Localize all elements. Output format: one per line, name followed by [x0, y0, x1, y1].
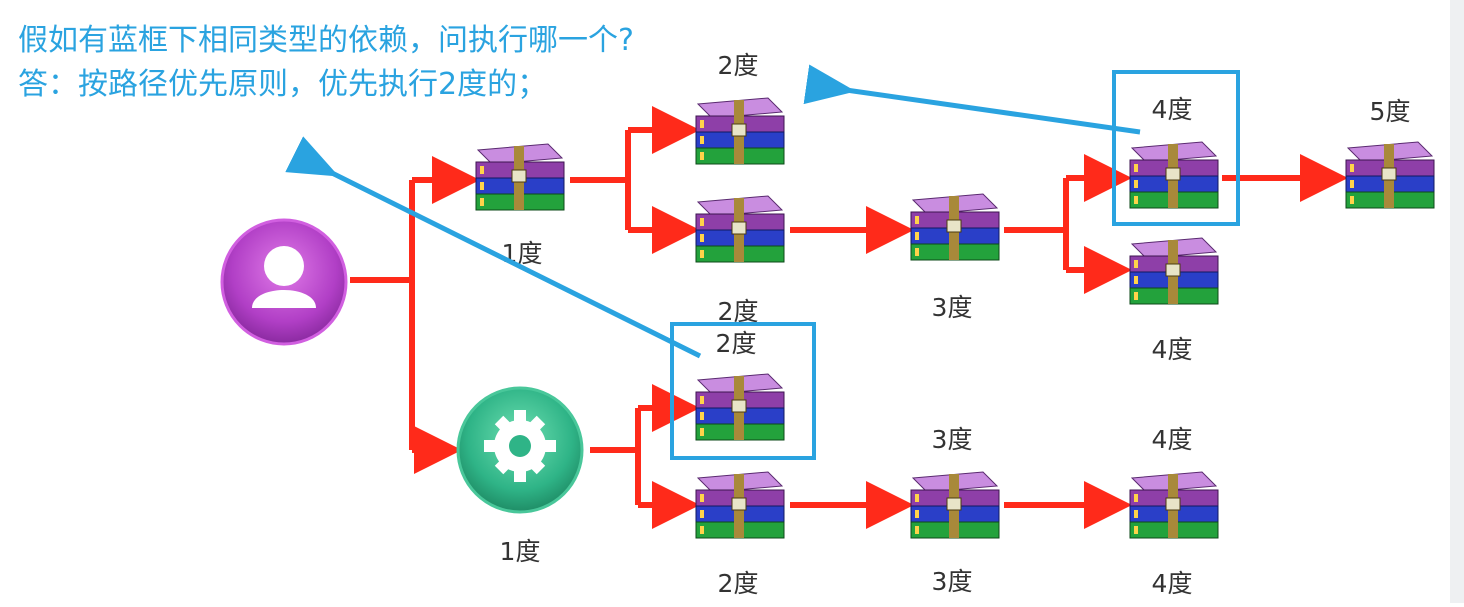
package-bottom-2a-label: 2度	[716, 329, 757, 358]
package-top-2a: 2度	[695, 51, 785, 165]
package-bottom-2b-label: 2度	[718, 569, 759, 598]
pointer-arrow-from-2du	[285, 136, 702, 359]
package-icon	[475, 143, 565, 211]
package-icon	[695, 195, 785, 263]
pointer-arrow-from-4du	[803, 64, 1141, 135]
package-icon	[695, 471, 785, 539]
package-icon	[910, 471, 1000, 539]
package-top-4a: 4度	[1129, 95, 1219, 209]
highlight-box-2du	[670, 322, 816, 460]
gear-icon	[484, 410, 556, 482]
package-bottom-4: 4度 4度	[1129, 425, 1219, 598]
highlight-box-4du	[1112, 70, 1240, 226]
annotation-question: 假如有蓝框下相同类型的依赖，问执行哪一个?	[18, 23, 634, 58]
package-bottom-3-label: 3度	[932, 567, 973, 596]
package-icon	[1129, 141, 1219, 209]
package-icon	[1345, 141, 1435, 209]
package-top-5: 5度	[1345, 97, 1435, 209]
package-top-3: 3度	[910, 193, 1000, 322]
package-icon	[1129, 471, 1219, 539]
package-top-2b-label: 2度	[718, 297, 759, 326]
user-node	[220, 218, 348, 346]
package-top-5-label: 5度	[1370, 97, 1411, 126]
gear-node: 1度	[456, 386, 584, 566]
package-bottom-4-label-above: 4度	[1152, 425, 1193, 454]
package-top-4b-label: 4度	[1152, 335, 1193, 364]
package-top-4b: 4度	[1129, 237, 1219, 364]
package-bottom-2b: 2度	[695, 471, 785, 598]
annotation-answer: 答：按路径优先原则，优先执行2度的；	[18, 67, 548, 102]
package-icon	[1129, 237, 1219, 305]
package-icon	[695, 373, 785, 441]
package-top-3-label: 3度	[932, 293, 973, 322]
package-top-2b: 2度	[695, 195, 785, 326]
user-icon	[252, 246, 316, 308]
package-bottom-3-label-above: 3度	[932, 425, 973, 454]
package-top-1-label: 1度	[502, 239, 543, 268]
gear-node-label: 1度	[500, 537, 541, 566]
package-icon	[695, 97, 785, 165]
package-bottom-3: 3度 3度	[910, 425, 1000, 596]
package-top-2a-label: 2度	[718, 51, 759, 80]
scrollbar-track[interactable]	[1450, 0, 1464, 603]
dependency-edges	[350, 106, 1348, 529]
package-bottom-2a: 2度	[695, 329, 785, 441]
package-icon	[910, 193, 1000, 261]
package-top-4a-label: 4度	[1152, 95, 1193, 124]
package-bottom-4-label: 4度	[1152, 569, 1193, 598]
